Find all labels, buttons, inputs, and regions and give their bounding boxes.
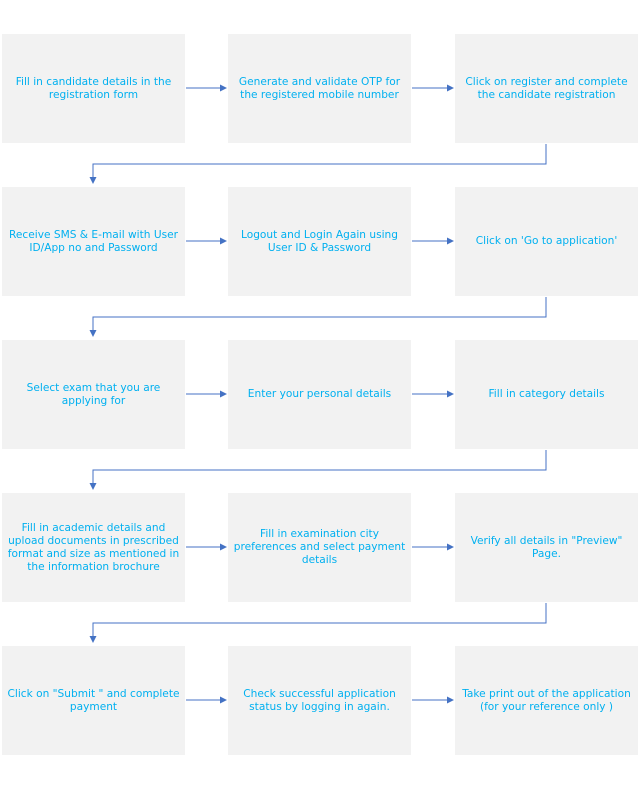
step-text-11: Fill in examination city preferences and… — [233, 528, 406, 566]
step-box-3: Click on register and complete the candi… — [455, 34, 638, 143]
step-box-12: Verify all details in "Preview" Page. — [455, 493, 638, 602]
step-text-14: Check successful application status by l… — [243, 687, 396, 713]
step-box-2: Generate and validate OTP for the regist… — [228, 34, 411, 143]
step-text-8: Enter your personal details — [247, 388, 392, 400]
step-box-8: Enter your personal details — [228, 340, 411, 449]
step-box-10: Fill in academic details and upload docu… — [2, 493, 185, 602]
arrow-12-to-13 — [89, 603, 547, 643]
step-box-7: Select exam that you are applying for — [2, 340, 185, 449]
step-text-12: Verify all details in "Preview" Page. — [470, 534, 623, 560]
step-text-4: Receive SMS & E-mail with User ID/App no… — [9, 228, 178, 254]
step-box-5: Logout and Login Again using User ID & P… — [228, 187, 411, 296]
step-text-3: Click on register and complete the candi… — [465, 75, 628, 101]
step-box-4: Receive SMS & E-mail with User ID/App no… — [2, 187, 185, 296]
step-text-13: Click on "Submit " and complete payment — [7, 687, 180, 713]
step-text-5: Logout and Login Again using User ID & P… — [241, 228, 398, 254]
step-text-15: Take print out of the application (for y… — [462, 687, 631, 713]
step-text-1: Fill in candidate details in the registr… — [15, 75, 172, 101]
arrow-9-to-10 — [89, 450, 547, 490]
step-text-2: Generate and validate OTP for the regist… — [238, 75, 401, 101]
arrow-6-to-7 — [89, 297, 547, 337]
step-box-9: Fill in category details — [455, 340, 638, 449]
step-text-7: Select exam that you are applying for — [26, 381, 161, 407]
step-box-15: Take print out of the application (for y… — [455, 646, 638, 755]
step-text-9: Fill in category details — [488, 388, 605, 400]
step-text-10: Fill in academic details and upload docu… — [7, 521, 180, 573]
step-box-1: Fill in candidate details in the registr… — [2, 34, 185, 143]
step-box-14: Check successful application status by l… — [228, 646, 411, 755]
arrow-3-to-4 — [89, 144, 547, 184]
step-box-13: Click on "Submit " and complete payment — [2, 646, 185, 755]
step-text-6: Click on 'Go to application' — [475, 235, 618, 247]
step-box-6: Click on 'Go to application' — [455, 187, 638, 296]
step-box-11: Fill in examination city preferences and… — [228, 493, 411, 602]
